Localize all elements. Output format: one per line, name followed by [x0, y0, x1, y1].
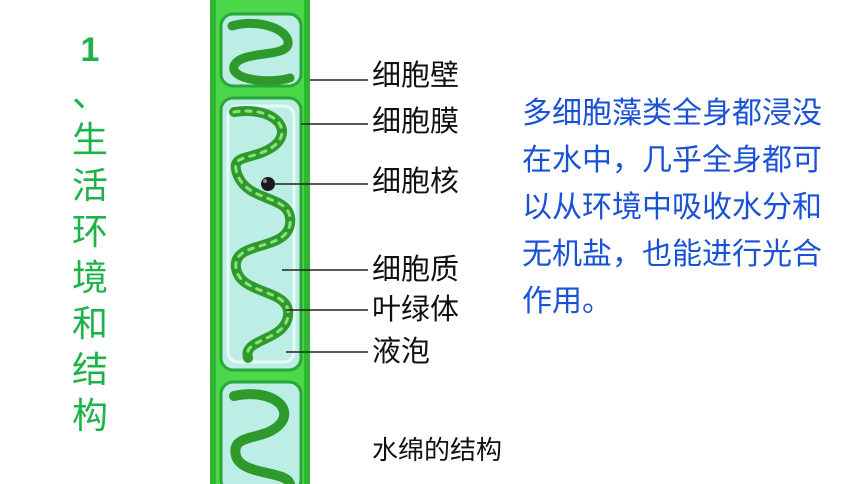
diagram-caption: 水绵的结构	[372, 436, 503, 466]
filament-edge-left	[210, 0, 216, 484]
title-char: 结	[71, 350, 108, 391]
cell-membrane-outline	[226, 104, 296, 364]
label-nucleus: 细胞核	[372, 164, 460, 198]
label-cytoplasm: 细胞质	[372, 252, 460, 286]
description-text: 多细胞藻类全身都浸没在水中，几乎全身都可以从环境中吸收水分和无机盐，也能进行光合…	[522, 96, 822, 319]
chloroplast-highlight	[232, 109, 292, 360]
label-cell-membrane: 细胞膜	[372, 104, 460, 138]
title-char: 生	[71, 120, 108, 161]
section-title: 1 、 生 活 环 境 和 结 构	[68, 28, 112, 440]
label-cell-wall: 细胞壁	[372, 58, 460, 92]
section-number: 1	[80, 31, 100, 69]
label-chloroplast: 叶绿体	[372, 292, 460, 326]
label-vacuole: 液泡	[372, 334, 431, 368]
title-char: 构	[71, 396, 108, 437]
spirogyra-filament-illustration	[210, 0, 368, 484]
chloroplast-bottom	[229, 389, 295, 484]
nucleus-highlight	[263, 179, 267, 183]
nucleus-dot	[261, 177, 275, 191]
title-char: 境	[71, 258, 108, 299]
title-char: 、	[71, 74, 108, 115]
title-char: 活	[71, 166, 108, 207]
title-char: 和	[71, 304, 108, 345]
chloroplast-top	[227, 18, 295, 86]
filament-edge-right	[304, 0, 310, 484]
title-char: 环	[71, 212, 108, 253]
